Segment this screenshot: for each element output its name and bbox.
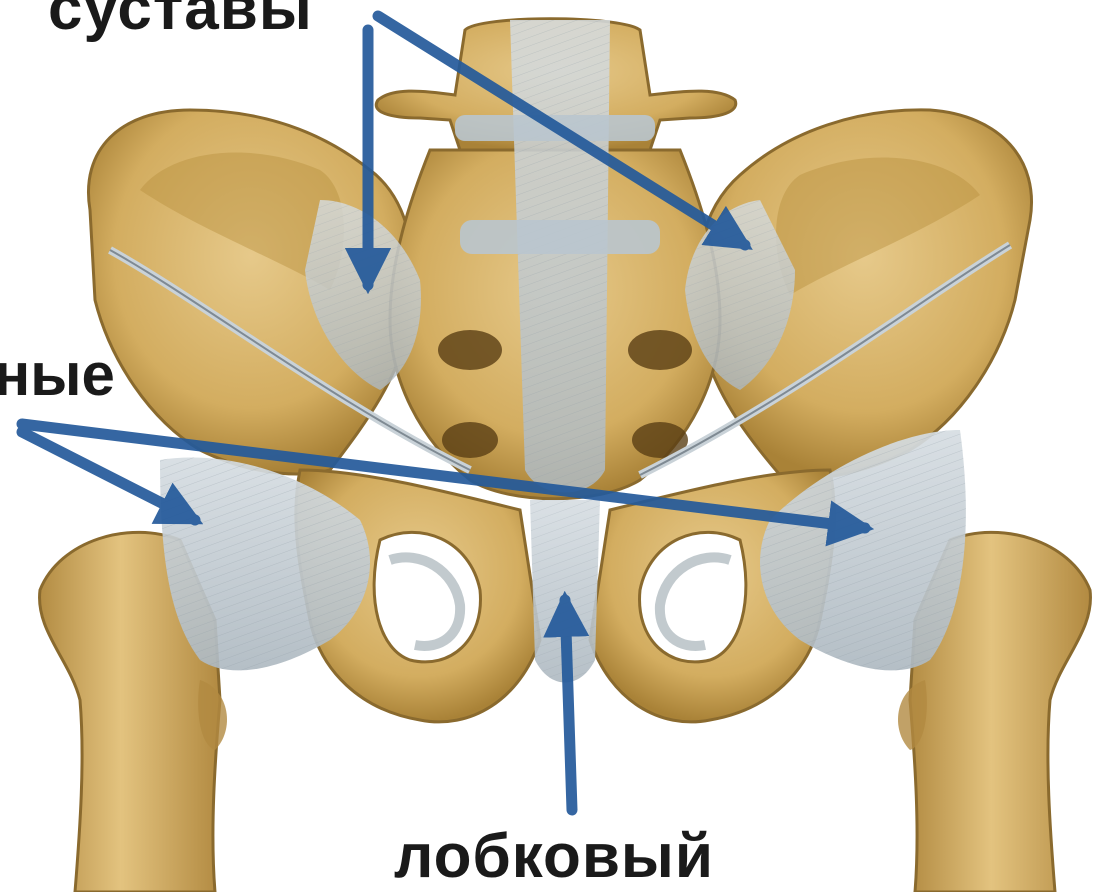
sacral-foramen: [442, 422, 498, 458]
intervertebral-disc: [460, 220, 660, 254]
sacral-foramen: [628, 330, 692, 370]
label-joints: суставы: [48, 0, 313, 40]
sacral-foramen: [438, 330, 502, 370]
arrow-bottom: [565, 600, 572, 810]
label-left-partial: ные: [0, 345, 115, 405]
label-pubic: лобковый: [394, 826, 714, 888]
